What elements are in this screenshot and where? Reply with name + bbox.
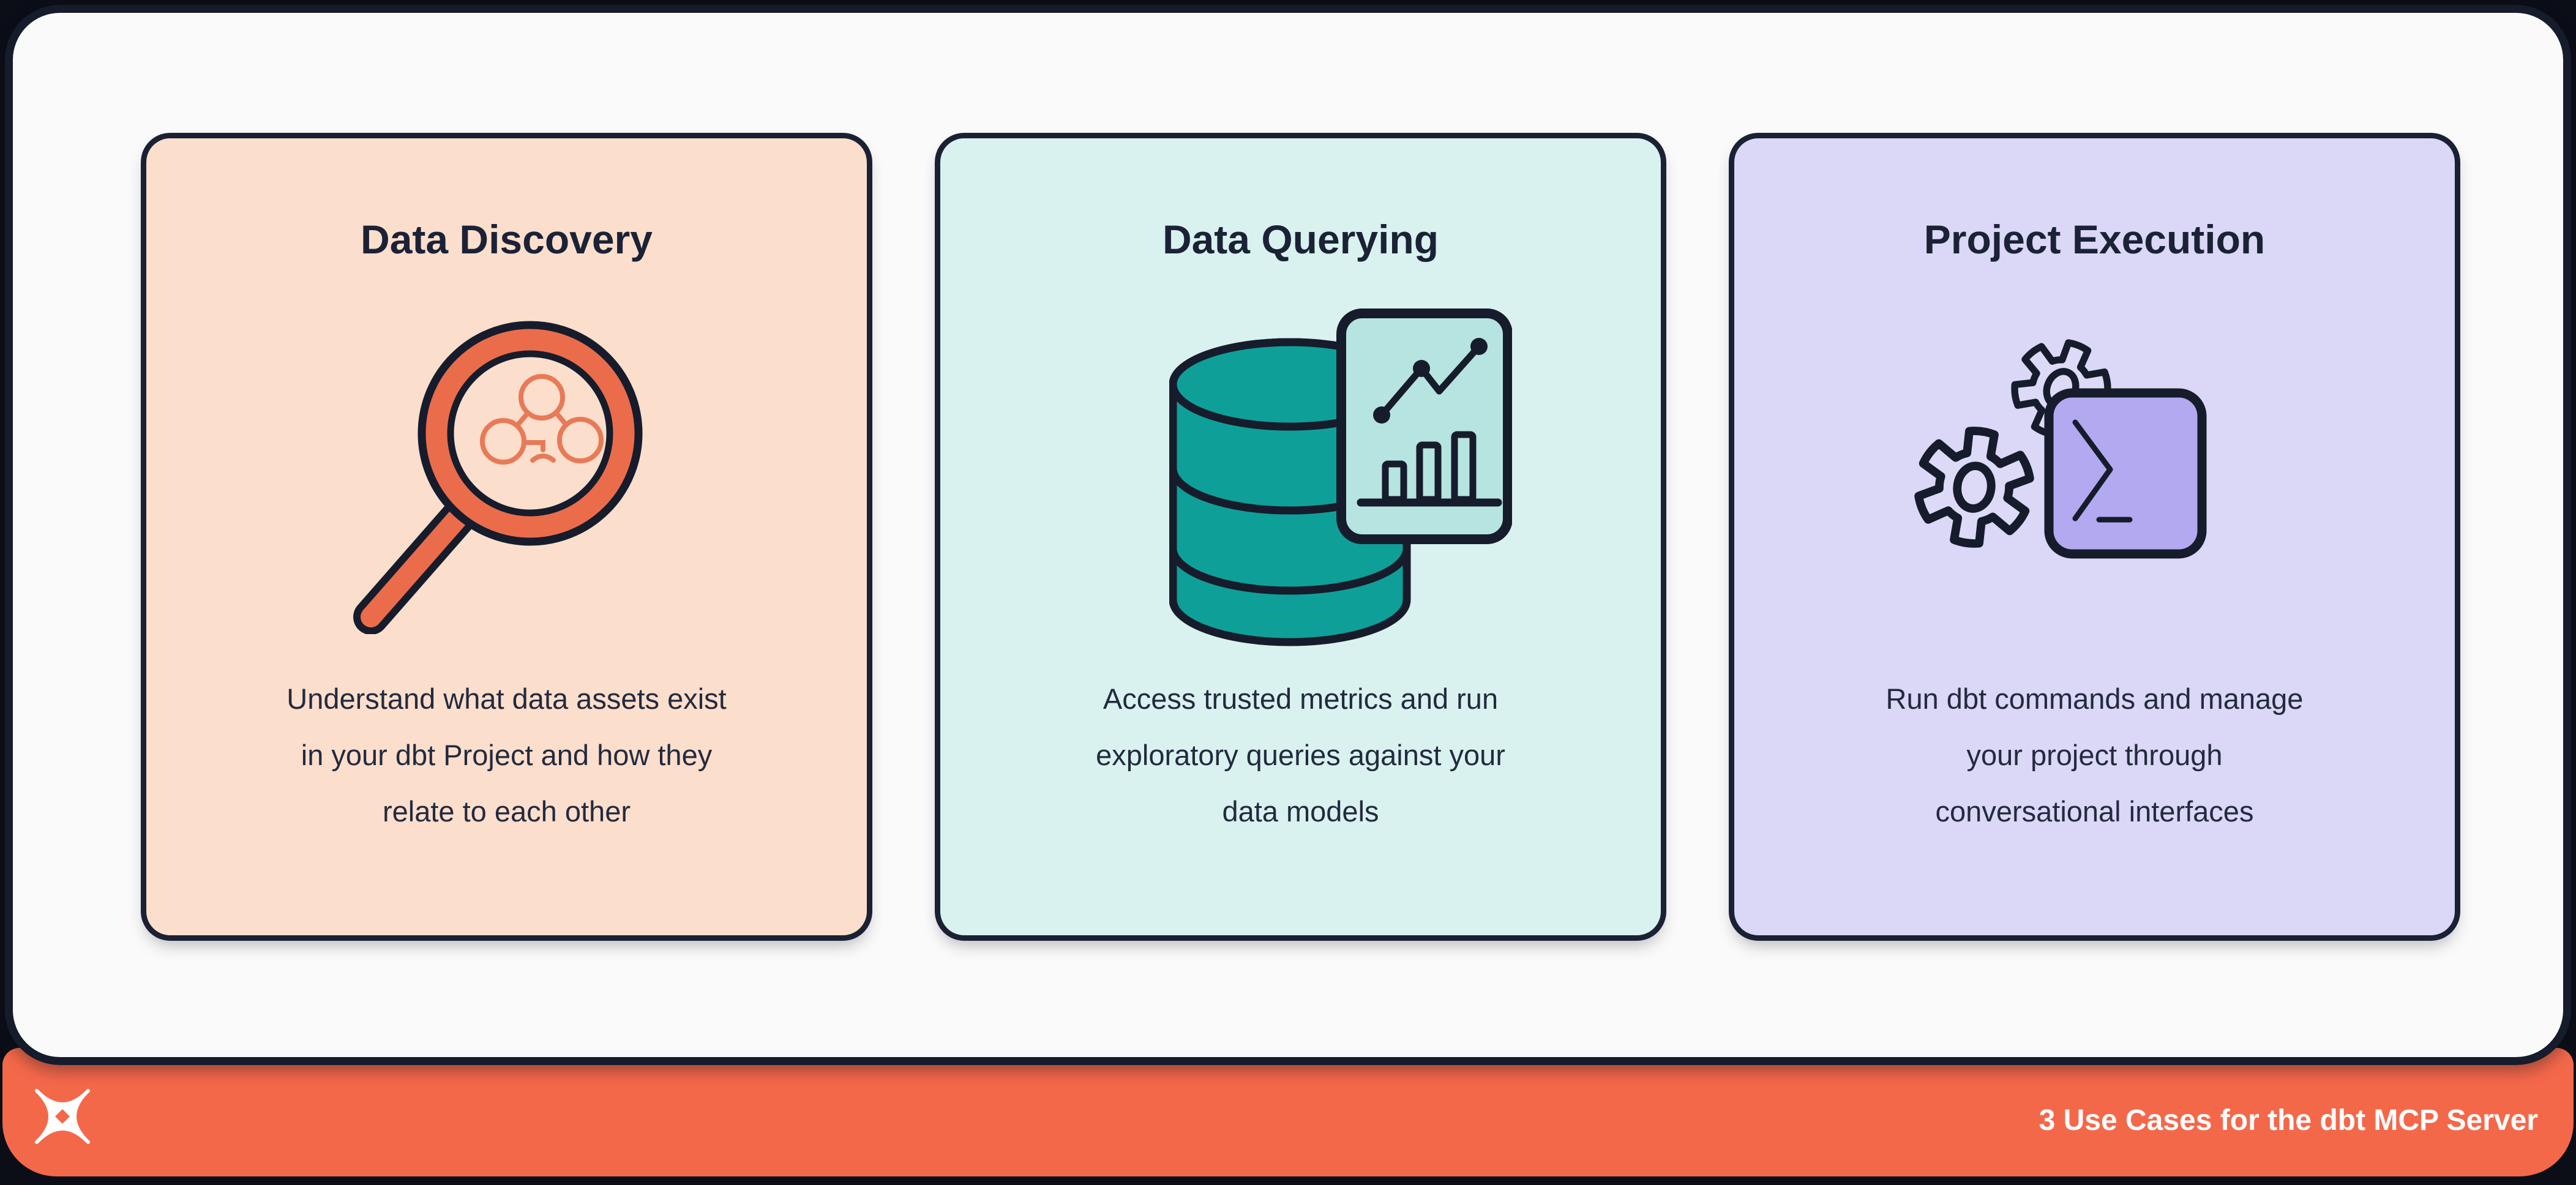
card-title: Project Execution [1923,217,2266,262]
card-title: Data Querying [1162,217,1439,262]
card-description: Run dbt commands and manage your project… [1885,682,2304,828]
footer-bar [2,1048,2574,1176]
card-data-discovery: Data Discovery Understand what data asse… [141,133,872,941]
main-panel: Data Discovery Understand what data asse… [5,5,2571,1065]
dbt-logo [35,1089,90,1144]
gears-terminal-icon [1904,312,2207,559]
database-analytics-icon [1169,308,1512,646]
card-description: Understand what data assets exist in you… [286,682,727,828]
footer-title: 3 Use Cases for the dbt MCP Server [2039,1104,2538,1137]
card-title: Data Discovery [361,217,653,262]
magnifying-glass-lineage-icon [353,321,643,634]
card-project-execution: Project Execution Run dbt commands and m… [1729,133,2460,941]
card-data-querying: Data Querying Access trusted me [935,133,1666,941]
card-description: Access trusted metrics and run explorato… [1096,682,1505,828]
